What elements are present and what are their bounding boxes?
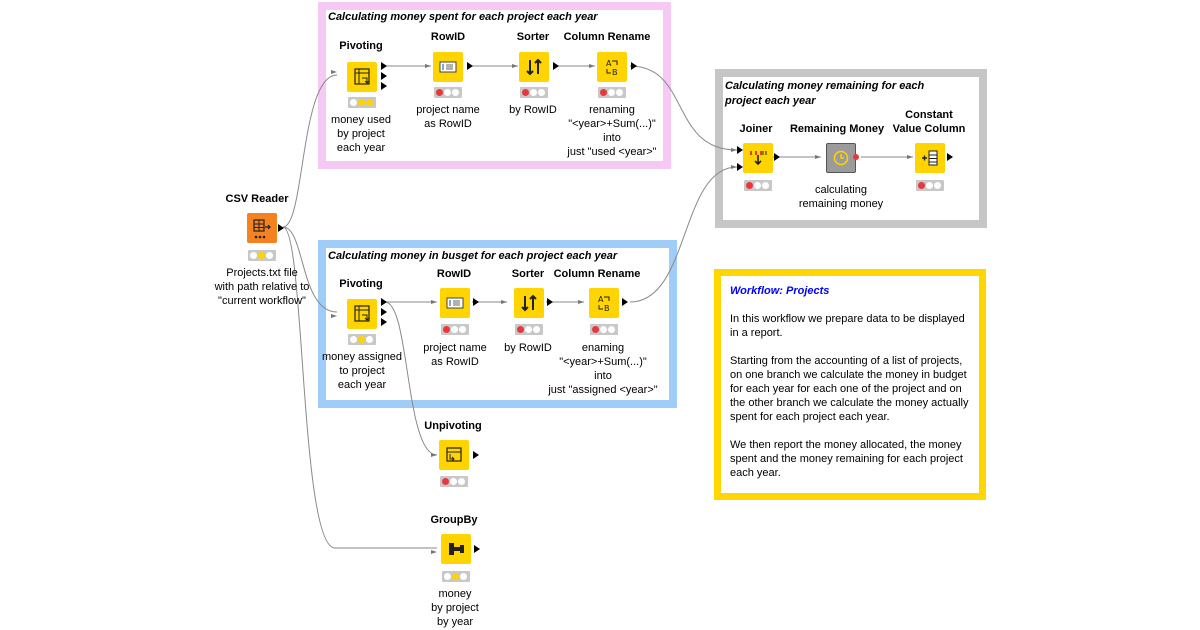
node-title: Column Rename: [563, 31, 651, 43]
node-title: Pivoting: [339, 40, 383, 52]
annotation-title: Calculating money remaining for each pro…: [725, 80, 925, 107]
connection[interactable]: [384, 301, 438, 456]
workflow-paragraph: We then report the money allocated, the …: [730, 439, 963, 479]
node-title: Pivoting: [339, 278, 383, 290]
node-title: Sorter: [516, 31, 550, 43]
output-port[interactable]: [381, 72, 387, 80]
output-port[interactable]: [547, 298, 553, 306]
annotation-text: Workflow: Projects In this workflow we p…: [730, 284, 970, 494]
rowid-icon: [440, 288, 470, 318]
output-port[interactable]: [381, 62, 387, 70]
node-label: calculating remaining money: [798, 184, 884, 210]
node-label: by RowID: [504, 342, 552, 354]
output-port[interactable]: [278, 224, 284, 232]
pivot-icon: [347, 62, 377, 92]
node-label: money assigned to project each year: [321, 351, 403, 391]
sorter-icon: [514, 288, 544, 318]
input-port[interactable]: [737, 146, 743, 154]
connection[interactable]: [282, 226, 338, 313]
node-title: Unpivoting: [424, 420, 482, 432]
output-port[interactable]: [631, 62, 637, 70]
svg-text:A: A: [606, 59, 612, 68]
annotation-title: Calculating money in busget for each pro…: [328, 250, 618, 262]
workflow-title: Workflow: Projects: [730, 285, 830, 297]
node-label: enaming "<year>+Sum(...)" into just "ass…: [548, 342, 658, 396]
workflow-paragraph: In this workflow we prepare data to be d…: [730, 313, 965, 339]
output-port[interactable]: [774, 153, 780, 161]
output-port[interactable]: [381, 318, 387, 326]
node-status: [744, 180, 772, 191]
node-status: [442, 571, 470, 582]
metanode-icon: [826, 143, 856, 173]
node-title: RowID: [436, 268, 472, 280]
node-title: Remaining Money: [789, 123, 885, 135]
connection[interactable]: [282, 74, 338, 228]
connection[interactable]: [629, 65, 738, 151]
sorter-icon: [519, 52, 549, 82]
node-label: Projects.txt file with path relative to …: [214, 267, 310, 307]
output-port[interactable]: [473, 451, 479, 459]
svg-text:B: B: [612, 68, 618, 77]
node-title: RowID: [430, 31, 466, 43]
output-port[interactable]: [381, 298, 387, 306]
node-label: money by project by year: [431, 588, 479, 628]
output-port[interactable]: [947, 153, 953, 161]
output-port[interactable]: [853, 154, 859, 160]
annotation-title: Calculating money spent for each project…: [328, 11, 598, 23]
node-status: [598, 87, 626, 98]
node-status: [520, 87, 548, 98]
output-port[interactable]: [381, 308, 387, 316]
constant-value-icon: [915, 143, 945, 173]
node-status: [348, 334, 376, 345]
node-label: renaming "<year>+Sum(...)" into just "us…: [567, 104, 657, 158]
node-label: by RowID: [509, 104, 557, 116]
csv-reader-icon: [247, 213, 277, 243]
pivot-icon: [347, 299, 377, 329]
output-port[interactable]: [474, 545, 480, 553]
svg-text:A: A: [598, 295, 604, 304]
node-status: [441, 324, 469, 335]
output-port[interactable]: [381, 82, 387, 90]
svg-text:B: B: [604, 304, 610, 313]
output-port[interactable]: [622, 298, 628, 306]
unpivot-icon: [439, 440, 469, 470]
input-port[interactable]: [737, 163, 743, 171]
node-status: [515, 324, 543, 335]
output-port[interactable]: [473, 298, 479, 306]
node-title: Joiner: [739, 123, 773, 135]
output-port[interactable]: [467, 62, 473, 70]
node-status: [916, 180, 944, 191]
node-status: [590, 324, 618, 335]
node-status: [248, 250, 276, 261]
workflow-paragraph: Starting from the accounting of a list o…: [730, 355, 969, 423]
node-title: Sorter: [511, 268, 545, 280]
node-label: project name as RowID: [423, 342, 487, 368]
groupby-icon: [441, 534, 471, 564]
node-label: money used by project each year: [331, 114, 391, 154]
node-title: GroupBy: [430, 514, 478, 526]
connection[interactable]: [629, 166, 738, 303]
connection[interactable]: [282, 226, 437, 549]
output-port[interactable]: [553, 62, 559, 70]
node-title: Column Rename: [553, 268, 641, 280]
node-title: CSV Reader: [225, 193, 289, 205]
joiner-icon: [743, 143, 773, 173]
node-status: [440, 476, 468, 487]
node-status: [434, 87, 462, 98]
node-status: [348, 97, 376, 108]
node-title: Constant Value Column: [892, 109, 966, 135]
annotation-workflow-description[interactable]: Workflow: Projects In this workflow we p…: [714, 269, 986, 500]
rowid-icon: [433, 52, 463, 82]
node-label: project name as RowID: [416, 104, 480, 130]
